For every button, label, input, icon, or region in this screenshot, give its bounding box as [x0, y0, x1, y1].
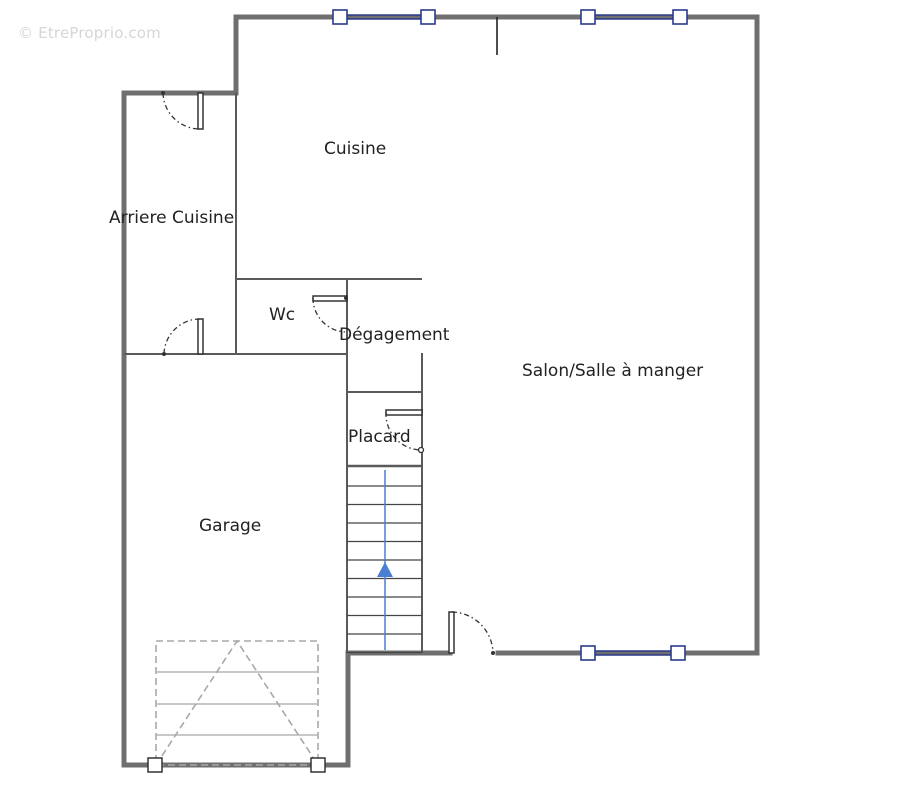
interior-walls [124, 17, 498, 653]
room-label-arriere-cuisine: Arriere Cuisine [109, 208, 234, 228]
room-label-garage: Garage [199, 516, 261, 536]
room-label-placard: Placard [348, 427, 411, 447]
door-garage-arriere-cuisine [162, 318, 204, 356]
room-label-cuisine: Cuisine [324, 139, 386, 159]
garage-door [147, 639, 326, 773]
exterior-walls [121, 14, 760, 768]
watermark: © EtreProprio.com [18, 24, 161, 42]
door-wc [312, 295, 348, 333]
door-placard [385, 409, 425, 454]
stair-arrow-icon [377, 562, 393, 577]
room-label-salon: Salon/Salle à manger [522, 361, 703, 381]
room-label-wc: Wc [269, 305, 295, 325]
window-top-left [332, 9, 436, 25]
door-arriere-cuisine-exterior [161, 91, 204, 130]
door-entrance [448, 611, 495, 655]
staircase [347, 470, 422, 654]
room-label-degagement: Dégagement [339, 325, 450, 345]
window-top-right [580, 9, 688, 25]
window-bottom-right [580, 645, 686, 661]
